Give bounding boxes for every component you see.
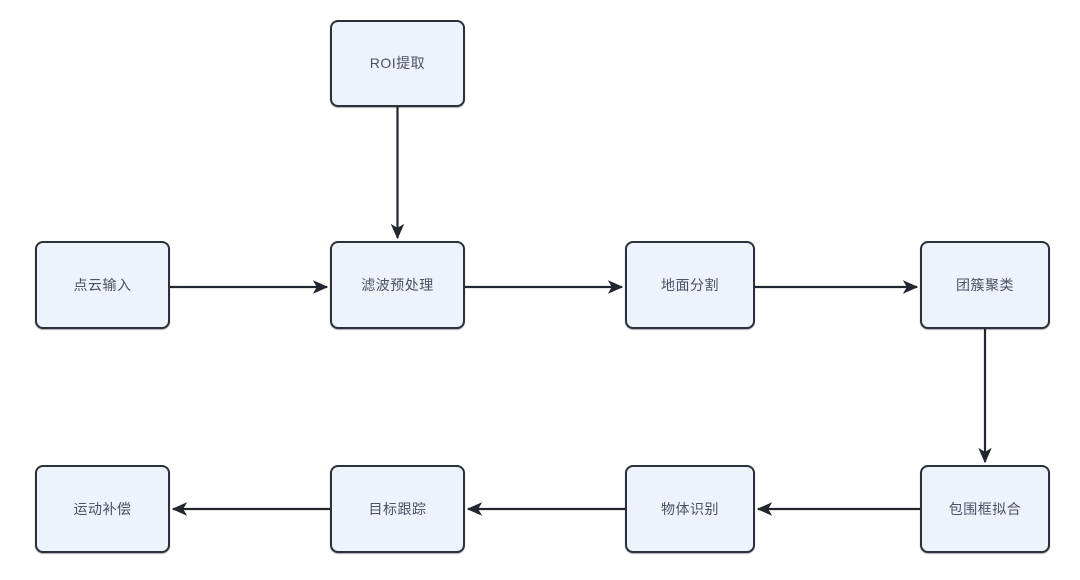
node-point-cloud-input[interactable]: 点云输入 (35, 241, 170, 329)
node-roi-extraction[interactable]: ROI提取 (330, 20, 465, 107)
node-point-cloud-input-label: 点云输入 (73, 276, 132, 293)
node-filter-preprocessing-label: 滤波预处理 (361, 276, 434, 293)
node-target-tracking-label: 目标跟踪 (368, 500, 427, 517)
node-motion-compensation-label: 运动补偿 (73, 500, 132, 517)
node-ground-segmentation-label: 地面分割 (661, 276, 719, 293)
node-cluster-clustering-label: 团簇聚类 (956, 276, 1014, 293)
node-motion-compensation[interactable]: 运动补偿 (35, 465, 170, 553)
node-filter-preprocessing[interactable]: 滤波预处理 (330, 241, 465, 329)
node-bounding-box-fitting[interactable]: 包围框拟合 (920, 465, 1050, 553)
node-bounding-box-fitting-label: 包围框拟合 (948, 500, 1022, 517)
node-ground-segmentation[interactable]: 地面分割 (625, 241, 755, 329)
node-target-tracking[interactable]: 目标跟踪 (330, 465, 465, 553)
node-roi-extraction-label: ROI提取 (369, 55, 426, 72)
node-object-recognition-label: 物体识别 (661, 500, 719, 517)
node-cluster-clustering[interactable]: 团簇聚类 (920, 241, 1050, 329)
node-object-recognition[interactable]: 物体识别 (625, 465, 755, 553)
